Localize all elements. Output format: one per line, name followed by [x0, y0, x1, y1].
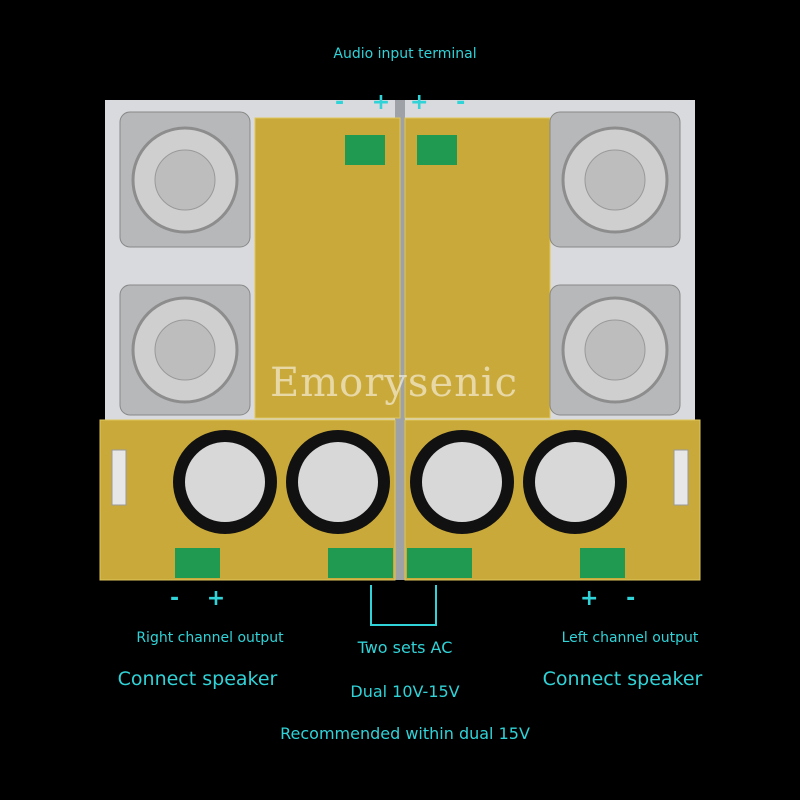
watermark: Emorysenic — [270, 360, 519, 406]
ac-terminal-right — [328, 548, 393, 578]
filter-capacitors — [173, 430, 627, 534]
transistor-bottom-left — [119, 284, 251, 416]
pcb-upper-left-channel — [404, 117, 551, 419]
input-terminal-right — [345, 135, 385, 165]
input-terminal-left — [417, 135, 457, 165]
right-output-signs: - + — [170, 586, 236, 611]
two-sets-ac-label: Two sets AC — [357, 638, 453, 657]
ac-terminal-left — [407, 548, 472, 578]
left-output-signs: + - — [580, 586, 646, 611]
transistor-bottom-right — [549, 284, 681, 416]
dual-voltage-label: Dual 10V-15V — [350, 682, 460, 701]
connect-speaker-left-label: Connect speaker — [117, 668, 278, 690]
fuse-right — [111, 449, 127, 506]
output-terminal-left — [580, 548, 625, 578]
ac-bracket — [370, 585, 437, 626]
connect-speaker-right-label: Connect speaker — [542, 668, 703, 690]
recommended-voltage-label: Recommended within dual 15V — [280, 724, 530, 743]
transistor-top-left — [119, 111, 251, 248]
left-channel-output-label: Left channel output — [561, 630, 699, 646]
output-terminal-right — [175, 548, 220, 578]
pcb-upper-right-channel — [254, 117, 401, 419]
input-signs-right: + - — [410, 90, 476, 115]
input-signs-left: - + — [335, 90, 401, 115]
transistor-top-right — [549, 111, 681, 248]
right-channel-output-label: Right channel output — [136, 630, 284, 646]
fuse-left — [673, 449, 689, 506]
audio-input-label: Audio input terminal — [333, 46, 477, 62]
